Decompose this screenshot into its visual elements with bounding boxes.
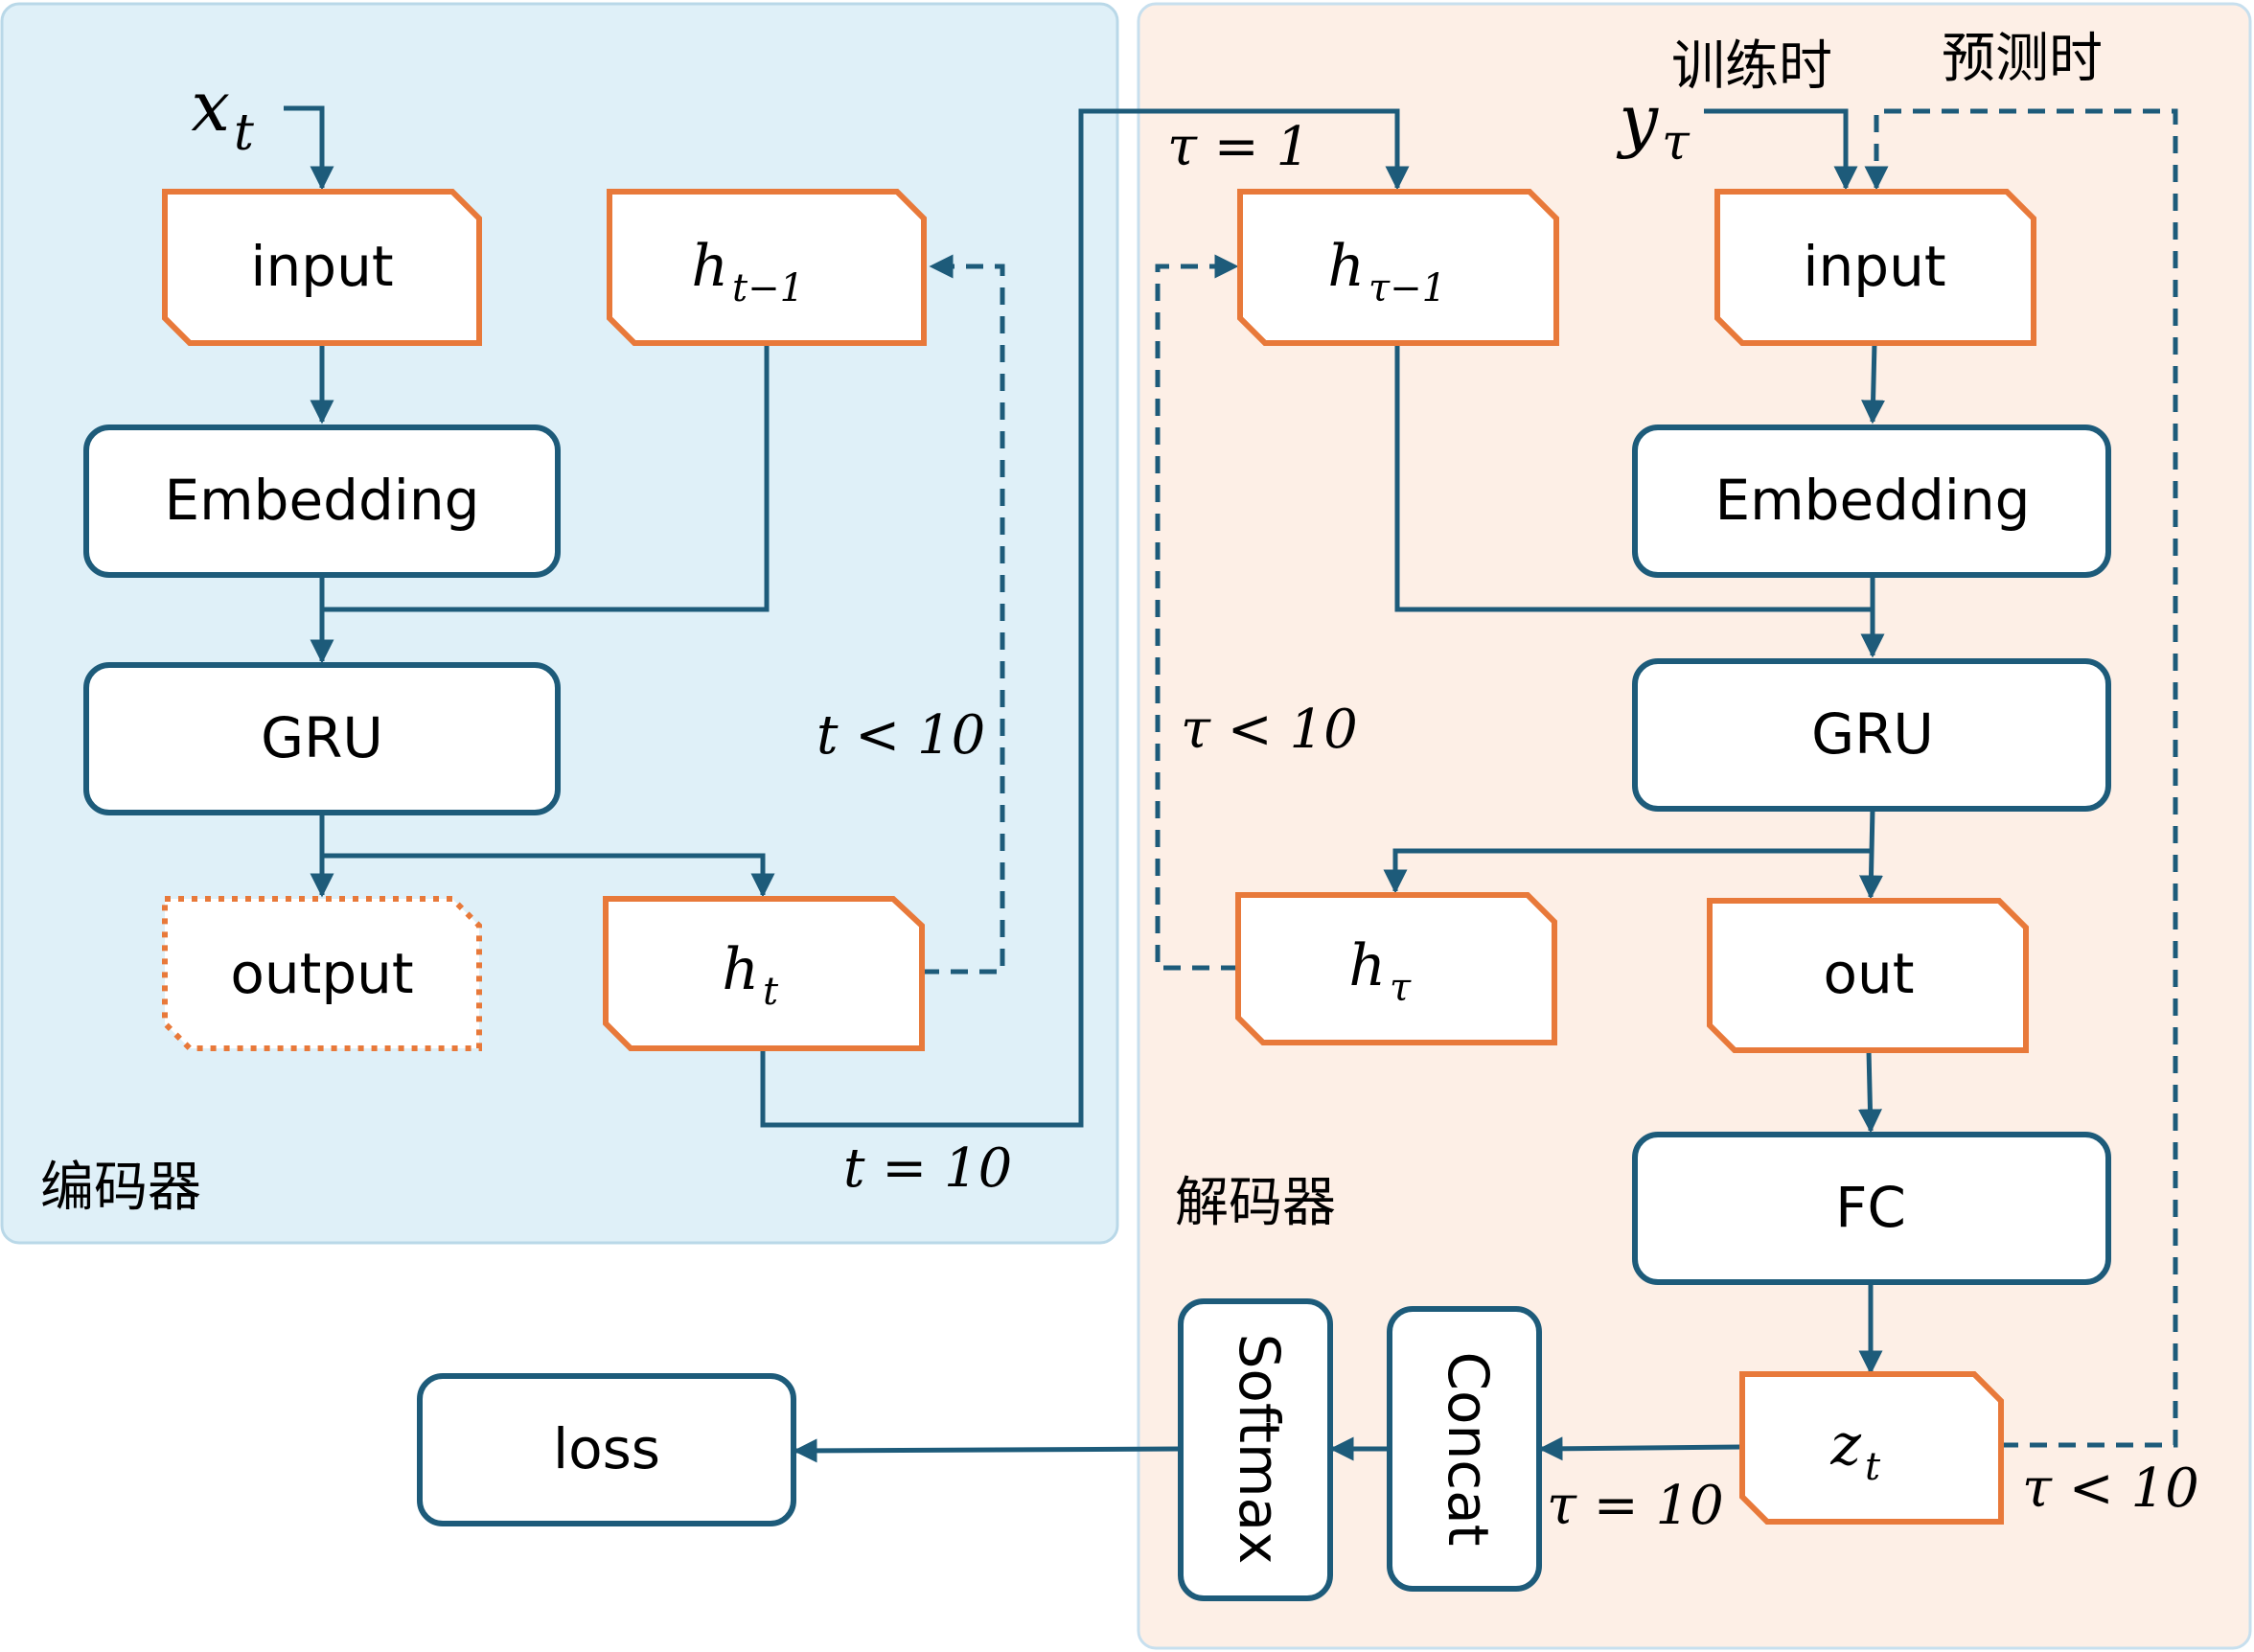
encoder-ht-node	[603, 896, 925, 1051]
edge-out-fc	[1857, 1049, 1882, 1134]
edge-xt-input	[284, 105, 334, 191]
encoder-input-label: input	[250, 234, 393, 299]
edge-ht-to-decoder	[760, 108, 1410, 1128]
edge-softmax-loss	[793, 1438, 1182, 1463]
decoder-softmax-label: Softmax	[1227, 1334, 1292, 1565]
decoder-fc-node	[1632, 1132, 2111, 1285]
encoder-xt-sub: t	[234, 104, 254, 162]
edge-dec-gru-htau	[1383, 848, 1871, 894]
edge-gru-ht	[322, 853, 775, 898]
encoder-region-label: 编码器	[40, 1157, 201, 1219]
decoder-feedback-condition: τ < 10	[2022, 1457, 2199, 1520]
edge-dec-input-embedding	[1861, 342, 1886, 424]
decoder-htau-node	[1235, 892, 1557, 1045]
decoder-input-label: input	[1803, 234, 1945, 299]
encoder-embedding-label: Embedding	[165, 468, 480, 533]
decoder-hprev-sub: τ−1	[1368, 266, 1446, 310]
decoder-concat-node	[1387, 1306, 1542, 1592]
decoder-input-node	[1714, 189, 2036, 346]
edge-htau-loop	[1155, 254, 1239, 971]
decoder-embedding-node	[1632, 424, 2111, 578]
encoder-end-condition: t = 10	[843, 1137, 1012, 1200]
decoder-gru-node	[1632, 658, 2111, 812]
decoder-zt-sub: t	[1865, 1445, 1881, 1489]
decoder-init-condition: τ = 1	[1167, 116, 1310, 178]
decoder-htau-sub: τ	[1390, 966, 1412, 1010]
decoder-loop-condition: τ < 10	[1181, 699, 1358, 761]
edge-zt-concat	[1538, 1436, 1743, 1461]
encoder-ht-sub: t	[763, 970, 779, 1014]
edge-dec-hprev-gru	[1394, 343, 1873, 612]
decoder-out-node	[1707, 898, 2029, 1053]
encoder-hprev-node	[607, 189, 927, 346]
encoder-xt-label: x	[191, 66, 230, 147]
edge-ytau-input	[1704, 108, 1858, 191]
decoder-hprev-node	[1237, 189, 1559, 346]
encoder-input-node	[162, 189, 482, 346]
decoder-embedding-label: Embedding	[1715, 468, 2031, 533]
decoder-concat-label: Concat	[1436, 1352, 1501, 1547]
decoder-gru-label: GRU	[1811, 701, 1934, 767]
edge-feedback-input	[1864, 108, 2178, 1448]
decoder-region-label: 解码器	[1175, 1172, 1336, 1234]
loss-node	[417, 1373, 796, 1526]
edge-hprev-gru	[322, 343, 770, 612]
edge-dec-gru-out	[1858, 808, 1883, 900]
decoder-predict-label: 预测时	[1942, 28, 2103, 90]
loss-label: loss	[553, 1416, 660, 1481]
encoder-gru-label: GRU	[261, 705, 383, 770]
decoder-train-label: 训练时	[1671, 35, 1832, 98]
decoder-ytau-sub: τ	[1662, 114, 1690, 172]
decoder-htau-label: h	[1348, 932, 1386, 999]
encoder-gru-node	[83, 662, 561, 815]
encoder-output-node	[162, 896, 482, 1051]
decoder-ytau-label: y	[1616, 80, 1659, 160]
decoder-hprev-label: h	[1327, 233, 1365, 300]
encoder-ht-label: h	[722, 936, 759, 1003]
encoder-output-label: output	[230, 941, 413, 1006]
decoder-zt-node	[1739, 1371, 2004, 1525]
decoder-end-condition: τ = 10	[1547, 1475, 1724, 1537]
decoder-zt-label: z	[1829, 1411, 1861, 1479]
decoder-fc-label: FC	[1835, 1175, 1906, 1240]
decoder-softmax-node	[1178, 1298, 1333, 1601]
encoder-loop-condition: t < 10	[816, 704, 985, 767]
decoder-out-label: out	[1824, 941, 1915, 1006]
edge-ht-loop	[922, 254, 1005, 975]
encoder-hprev-label: h	[691, 233, 728, 300]
encoder-embedding-node	[83, 424, 561, 578]
encoder-hprev-sub: t−1	[732, 266, 804, 310]
